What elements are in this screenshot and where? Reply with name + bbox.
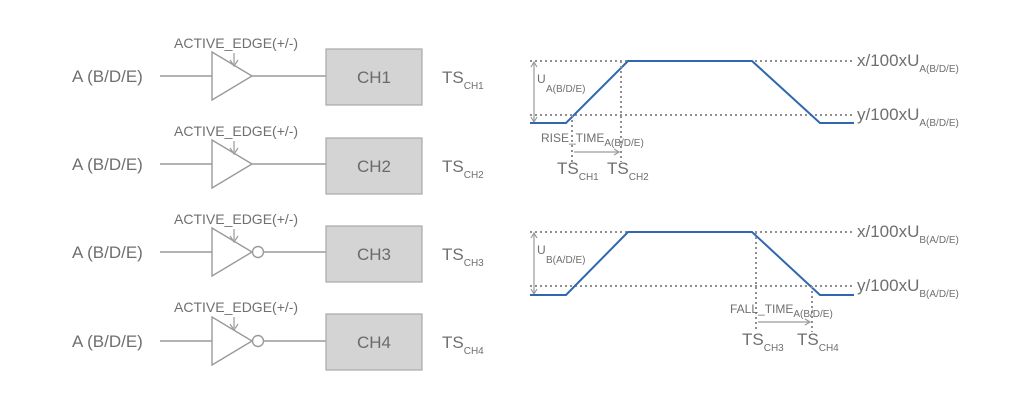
buffer-icon [211,138,254,190]
rise-time-waveform: UA(B/D/E) RISE_TIMEA(B/D/E) TSCH1 TSCH2 … [530,51,959,183]
input-label: A (B/D/E) [72,243,143,262]
active-edge-label: ACTIVE_EDGE(+/-) [174,299,298,315]
timestamp-label: TSCH4 [442,333,484,357]
amplitude-arrow-head-top [530,60,538,68]
ts3-label: TSCH3 [742,330,784,354]
inverter-icon [211,226,254,278]
lower-threshold-label: y/100xUB(A/D/E) [857,276,959,300]
channel-blocks: A (B/D/E) ACTIVE_EDGE(+/-) CH1 TSCH1 A (… [72,35,484,371]
channel-name: CH1 [357,68,391,87]
fall-time-arrow-head [804,318,812,326]
input-label: A (B/D/E) [72,332,143,351]
active-edge-label: ACTIVE_EDGE(+/-) [174,211,298,227]
channel-name: CH4 [357,333,391,352]
channel-row-1: A (B/D/E) ACTIVE_EDGE(+/-) CH1 TSCH1 [72,35,484,106]
signal-waveform [530,60,854,124]
buffer-icon [211,50,254,102]
timestamp-label: TSCH3 [442,245,484,269]
channel-row-4: A (B/D/E) ACTIVE_EDGE(+/-) CH4 TSCH4 [72,299,484,371]
inverter-icon [211,315,254,367]
upper-threshold-label: x/100xUB(A/D/E) [857,222,959,246]
amplitude-label: UA(B/D/E) [537,72,585,95]
channel-row-2: A (B/D/E) ACTIVE_EDGE(+/-) CH2 TSCH2 [72,123,484,195]
fall-time-waveform: UB(A/D/E) FALL_TIMEA(B/D/E) TSCH3 TSCH4 … [530,222,959,354]
rise-time-label: RISE_TIMEA(B/D/E) [541,131,644,149]
fall-time-label: FALL_TIMEA(B/D/E) [730,302,833,320]
channel-box [325,225,423,283]
channel-box [325,48,423,106]
input-label: A (B/D/E) [72,67,143,86]
input-label: A (B/D/E) [72,155,143,174]
channel-box [325,313,423,371]
channel-name: CH3 [357,245,391,264]
channel-row-3: A (B/D/E) ACTIVE_EDGE(+/-) CH3 TSCH3 [72,211,484,283]
lower-threshold-label: y/100xUA(B/D/E) [857,105,959,129]
ts1-label: TSCH1 [557,159,599,183]
signal-waveform [530,231,854,296]
amplitude-arrow-head-top [530,231,538,239]
upper-threshold-label: x/100xUA(B/D/E) [857,51,959,75]
amplitude-label: UB(A/D/E) [537,243,585,266]
inverter-bubble-icon [251,334,265,348]
timestamp-label: TSCH2 [442,157,484,181]
inverter-bubble-icon [251,245,265,259]
ts4-label: TSCH4 [797,330,839,354]
rise-time-arrow-head [613,148,621,156]
active-edge-label: ACTIVE_EDGE(+/-) [174,123,298,139]
ts2-label: TSCH2 [607,159,649,183]
timestamp-label: TSCH1 [442,68,484,92]
active-edge-label: ACTIVE_EDGE(+/-) [174,35,298,51]
channel-box [325,137,423,195]
channel-name: CH2 [357,157,391,176]
